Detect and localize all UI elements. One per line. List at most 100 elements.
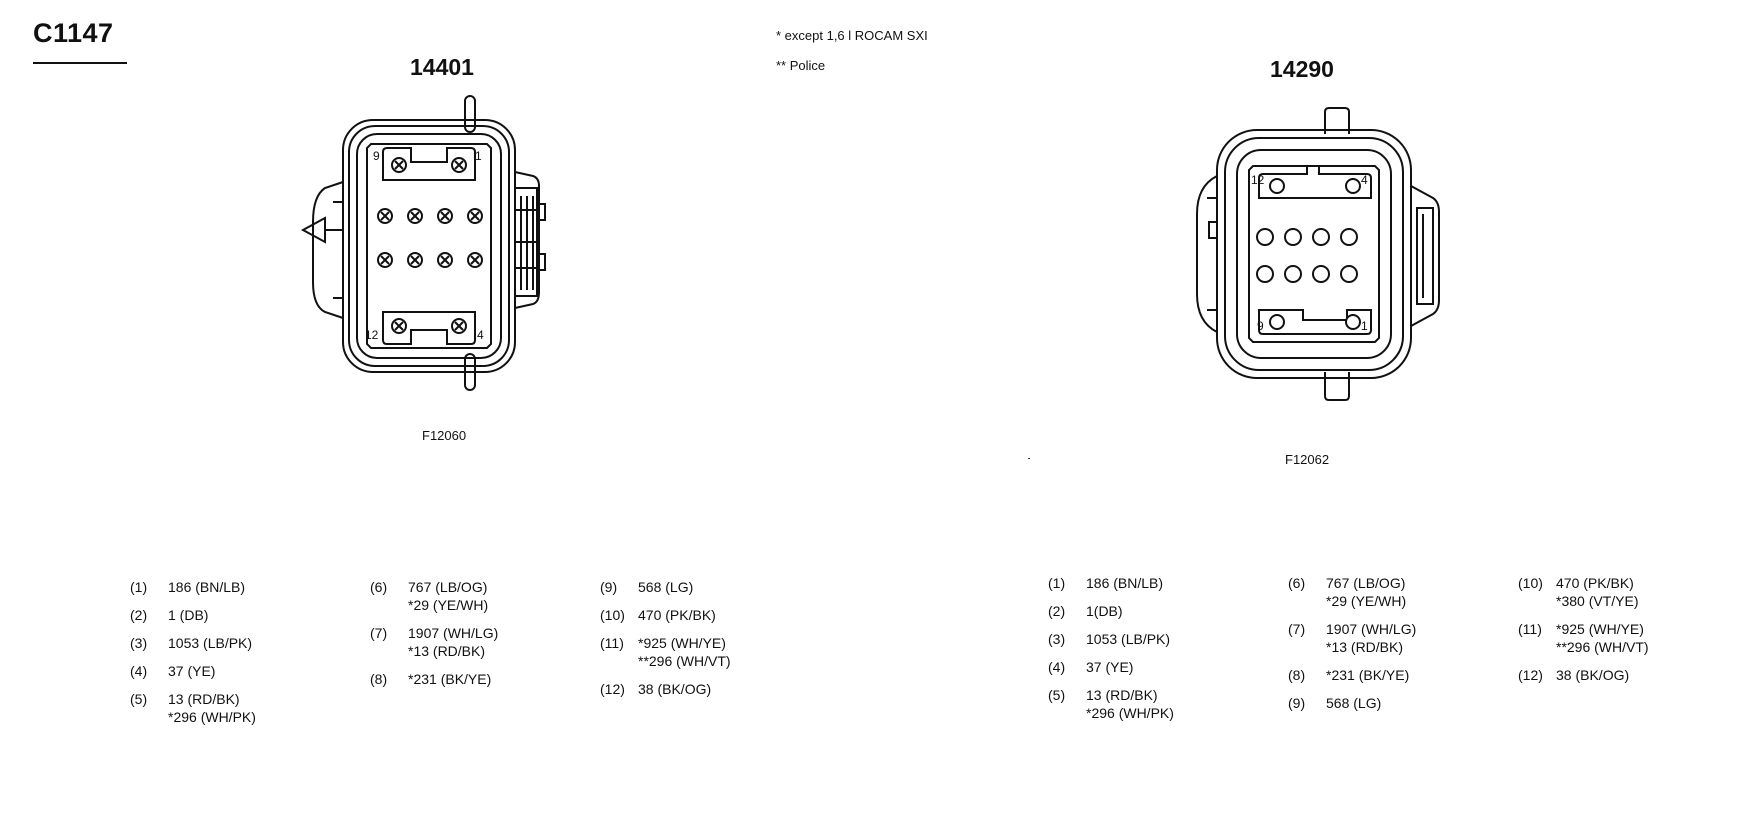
terminal-x <box>451 318 467 334</box>
pin-wire-codes: 568 (LG) <box>638 578 693 596</box>
pin-wire-codes: 1907 (WH/LG)*13 (RD/BK) <box>1326 620 1416 656</box>
pin-wire-codes: 1 (DB) <box>168 606 208 624</box>
wire-code: 37 (YE) <box>1086 659 1134 675</box>
pin-number: (9) <box>1288 695 1306 711</box>
pin-wire-codes: 1(DB) <box>1086 602 1123 620</box>
pin-number: (1) <box>130 579 148 595</box>
pin-number: (4) <box>130 663 148 679</box>
pin-wire-codes: *231 (BK/YE) <box>1326 666 1409 684</box>
connector-number-right: 14290 <box>1270 56 1334 82</box>
pin-number: (11) <box>1518 621 1542 637</box>
wire-code: **296 (WH/VT) <box>1556 639 1649 655</box>
wire-code: 767 (LB/OG) <box>408 579 488 595</box>
pin-wire-codes: 13 (RD/BK) *296 (WH/PK) <box>168 690 256 726</box>
wire-code: 186 (BN/LB) <box>1086 575 1164 591</box>
pin-wire-codes: 13 (RD/BK) *296 (WH/PK) <box>1086 686 1174 722</box>
terminal-x <box>377 252 393 268</box>
pin-number: (9) <box>600 579 618 595</box>
pin-number: (2) <box>1048 603 1066 619</box>
wire-code: 38 (BK/OG) <box>638 681 712 697</box>
pin-wire-codes: *925 (WH/YE) **296 (WH/VT) <box>1556 620 1649 656</box>
terminal-x <box>437 208 453 224</box>
wire-code: 1907 (WH/LG) <box>408 625 499 641</box>
pin-wire-codes: 38 (BK/OG) <box>1556 666 1629 684</box>
terminal-round <box>1269 178 1285 194</box>
figure-code-right: F12062 <box>1285 452 1330 467</box>
pin-wire-codes: 568 (LG) <box>1326 694 1381 712</box>
connector-title: C1147 <box>33 18 114 48</box>
wire-code: *29 (YE/WH) <box>1326 593 1407 609</box>
cavity-label: 4 <box>477 328 484 342</box>
terminal-round <box>1345 178 1361 194</box>
wire-code: *29 (YE/WH) <box>408 597 489 613</box>
cavity-label: 9 <box>1257 319 1264 333</box>
pin-number: (12) <box>1518 667 1543 683</box>
wire-code: *380 (VT/YE) <box>1556 593 1639 609</box>
terminal-x <box>437 252 453 268</box>
terminal-round <box>1312 228 1330 246</box>
stray-dot <box>1028 458 1030 459</box>
pin-number: (5) <box>130 691 148 707</box>
wire-code: *296 (WH/PK) <box>168 709 256 725</box>
pin-number: (8) <box>1288 667 1306 683</box>
note-police: ** Police <box>776 58 826 73</box>
pin-number: (2) <box>130 607 148 623</box>
pin-wire-codes: *925 (WH/YE)**296 (WH/VT) <box>638 634 731 670</box>
pin-wire-codes: 470 (PK/BK) *380 (VT/YE) <box>1556 574 1638 610</box>
wire-code: *13 (RD/BK) <box>408 643 486 659</box>
wire-code: 470 (PK/BK) <box>1556 575 1634 591</box>
pin-number: (1) <box>1048 575 1066 591</box>
wire-code: 470 (PK/BK) <box>638 607 716 623</box>
connector-number-left: 14401 <box>410 54 474 80</box>
wire-code: *296 (WH/PK) <box>1086 705 1174 721</box>
pin-wire-codes: 37 (YE) <box>168 662 215 680</box>
terminal-x <box>451 157 467 173</box>
pin-wire-codes: 767 (LB/OG)*29 (YE/WH) <box>1326 574 1406 610</box>
wire-code: *13 (RD/BK) <box>1326 639 1404 655</box>
pin-number: (3) <box>130 635 148 651</box>
wire-code: 1(DB) <box>1086 603 1123 619</box>
pin-wire-codes: 37 (YE) <box>1086 658 1133 676</box>
wire-code: 37 (YE) <box>168 663 216 679</box>
wire-code: 1053 (LB/PK) <box>168 635 253 651</box>
pin-wire-codes: *231 (BK/YE) <box>408 670 491 688</box>
pin-wire-codes: 38 (BK/OG) <box>638 680 711 698</box>
pin-number: (5) <box>1048 687 1066 703</box>
cavity-label: 12 <box>365 328 379 342</box>
pin-number: (12) <box>600 681 625 697</box>
terminal-x <box>407 208 423 224</box>
wire-code: *231 (BK/YE) <box>1326 667 1410 683</box>
cavity-label: 1 <box>475 149 482 163</box>
pin-wire-codes: 186 (BN/LB) <box>168 578 245 596</box>
cavity-label: 9 <box>373 149 380 163</box>
pin-number: (3) <box>1048 631 1066 647</box>
title-underline <box>33 62 127 64</box>
pin-number: (7) <box>370 625 388 641</box>
figure-code-left: F12060 <box>422 428 467 443</box>
pin-wire-codes: 767 (LB/OG) *29 (YE/WH) <box>408 578 488 614</box>
pin-number: (10) <box>600 607 625 623</box>
terminal-round <box>1256 228 1274 246</box>
terminal-round <box>1340 228 1358 246</box>
terminal-round <box>1312 265 1330 283</box>
pin-number: (8) <box>370 671 388 687</box>
pin-wire-codes: 1907 (WH/LG) *13 (RD/BK) <box>408 624 498 660</box>
wire-code: 13 (RD/BK) <box>168 691 240 707</box>
wire-code: *925 (WH/YE) <box>1556 621 1644 637</box>
pin-number: (6) <box>1288 575 1306 591</box>
wire-code: 13 (RD/BK) <box>1086 687 1158 703</box>
terminal-round <box>1269 314 1285 330</box>
wire-code: 1 (DB) <box>168 607 209 623</box>
terminal-round <box>1340 265 1358 283</box>
terminal-round <box>1284 228 1302 246</box>
pin-number: (10) <box>1518 575 1543 591</box>
cavity-label: 12 <box>1251 173 1265 187</box>
wire-code: 568 (LG) <box>1326 695 1382 711</box>
pin-number: (6) <box>370 579 388 595</box>
terminal-round <box>1284 265 1302 283</box>
terminal-x <box>391 157 407 173</box>
connector-14290-diagram: 12 4 9 1 <box>1196 107 1440 401</box>
terminal-x <box>391 318 407 334</box>
terminal-x <box>467 252 483 268</box>
connector-14401-diagram: 9 1 12 4 <box>300 95 546 391</box>
